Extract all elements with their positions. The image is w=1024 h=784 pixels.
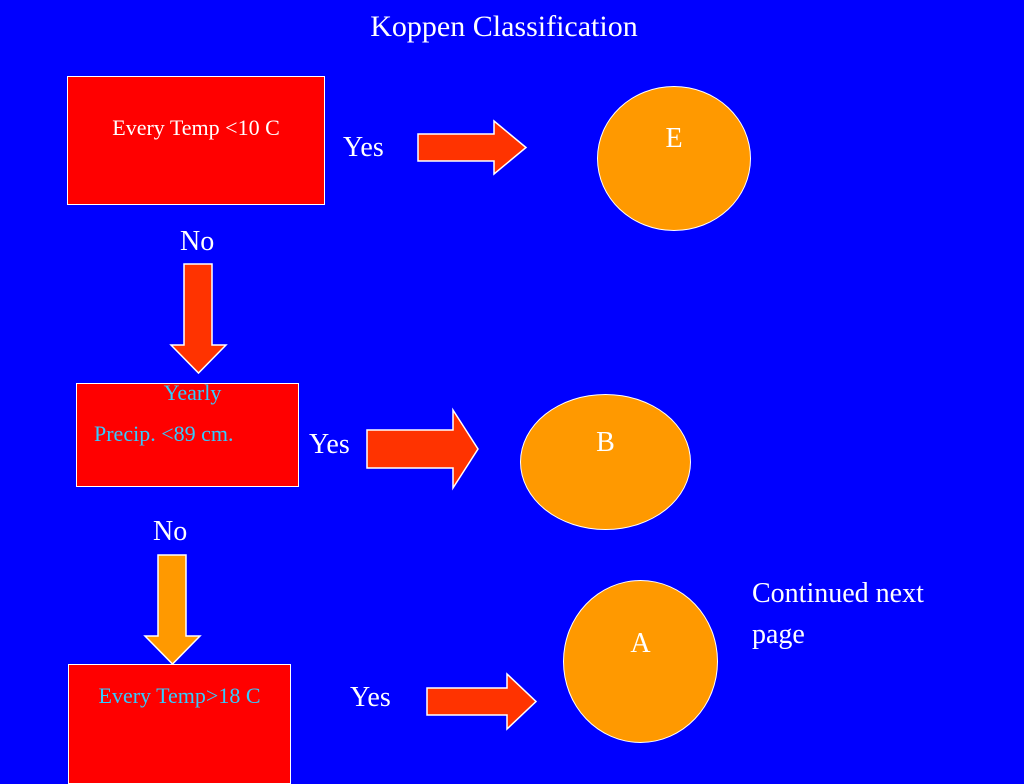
page-title: Koppen Classification [370,10,638,43]
no-label-2: No [153,516,188,547]
decision-box-yearly-precip: Yearly Precip. <89 cm. [76,380,299,487]
result-circle-label: A [630,628,651,659]
down-arrow-1 [169,263,228,375]
result-circle-label: E [665,123,683,154]
down-arrow-2 [143,554,202,666]
right-arrow-2 [366,407,479,491]
decision-box-every-temp-above-18: Every Temp>18 C [68,664,291,784]
slide: Koppen Classification Every Temp <10 C Y… [67,10,924,784]
no-label-1: No [180,226,215,257]
decision-box-label: Every Temp>18 C [98,683,261,708]
yes-label-1: Yes [343,132,384,163]
result-circle-label: B [596,427,615,458]
right-arrow-1 [417,119,528,176]
decision-box-label-line-2: Precip. <89 cm. [94,421,234,446]
yes-label-2: Yes [309,429,350,460]
yes-label-3: Yes [350,682,391,713]
decision-box-label-line-1: Yearly [163,380,222,405]
decision-box-every-temp-below-10: Every Temp <10 C [67,76,325,205]
result-circle-e: E [597,86,751,231]
decision-box-label: Every Temp <10 C [112,115,280,140]
result-circle-b: B [520,394,691,530]
continued-note: Continued next page [752,578,924,650]
right-arrow-3 [426,672,538,731]
result-circle-a: A [563,580,718,743]
